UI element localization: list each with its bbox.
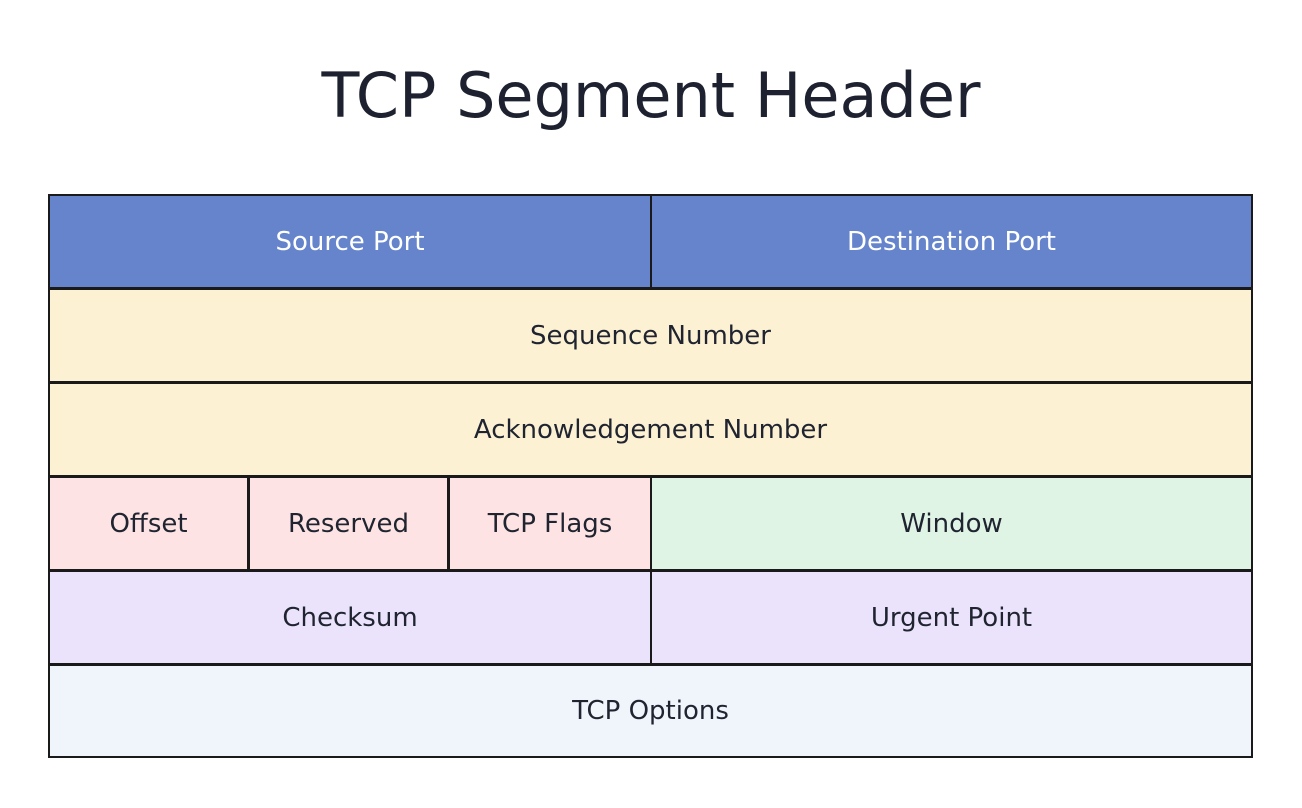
- field-source-port: Source Port: [50, 196, 650, 287]
- field-sequence-number: Sequence Number: [50, 290, 1251, 381]
- tcp-header-grid: Source Port Destination Port Sequence Nu…: [48, 194, 1253, 758]
- field-destination-port: Destination Port: [652, 196, 1251, 287]
- field-reserved: Reserved: [250, 478, 447, 569]
- field-tcp-flags: TCP Flags: [450, 478, 650, 569]
- diagram-title: TCP Segment Header: [321, 59, 981, 132]
- field-checksum: Checksum: [50, 572, 650, 663]
- field-offset: Offset: [50, 478, 247, 569]
- field-tcp-options: TCP Options: [50, 666, 1251, 756]
- field-window: Window: [652, 478, 1251, 569]
- field-urgent-point: Urgent Point: [652, 572, 1251, 663]
- field-acknowledgement-number: Acknowledgement Number: [50, 384, 1251, 475]
